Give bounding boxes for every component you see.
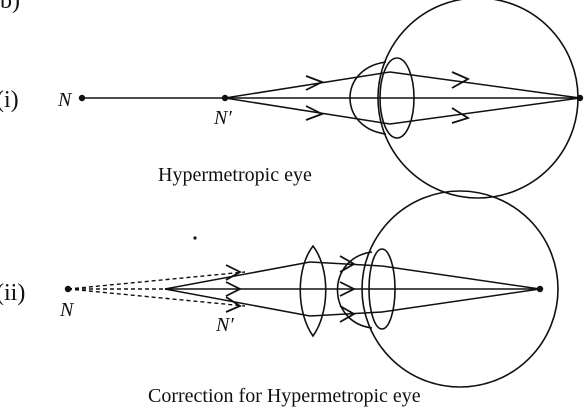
- dashed-ray-upper: [68, 272, 245, 289]
- retina-point-ii: [537, 286, 543, 292]
- point-n-prime-ii-label: N′: [215, 314, 234, 336]
- arrow-upper-i-a: [306, 76, 322, 90]
- part-ii-caption: Correction for Hypermetropic eye: [148, 385, 421, 407]
- ray-lower-ii-c: [382, 289, 540, 312]
- ray-upper-ii-c: [382, 266, 540, 289]
- arrow-lower-i-a: [306, 106, 322, 120]
- eyeball-i: [378, 0, 578, 198]
- part-i-caption: Hypermetropic eye: [158, 164, 312, 186]
- ray-upper-i-b: [390, 72, 580, 98]
- header-label: (b): [0, 0, 20, 14]
- part-i-label: (i): [0, 87, 19, 113]
- ray-lower-ii-a: [165, 289, 310, 316]
- point-n-ii-label: N: [59, 299, 75, 321]
- point-n-i-dot: [79, 95, 85, 101]
- point-n-i-label: N: [57, 89, 73, 111]
- point-n-prime-i-label: N′: [213, 107, 232, 129]
- part-ii-diagram: (ii) N N′: [0, 191, 558, 407]
- dashed-ray-lower: [68, 289, 245, 306]
- arrow-lower-ii-a: [226, 297, 240, 312]
- part-i-diagram: (b) (i) N N′ Hypermetropic eye: [0, 0, 583, 198]
- part-ii-label: (ii): [0, 280, 25, 306]
- arrow-upper-i-b: [452, 72, 468, 88]
- speck: [193, 236, 196, 239]
- ray-upper-ii-a: [165, 262, 310, 289]
- convex-lens: [300, 246, 326, 336]
- ray-lower-i-b: [390, 98, 580, 124]
